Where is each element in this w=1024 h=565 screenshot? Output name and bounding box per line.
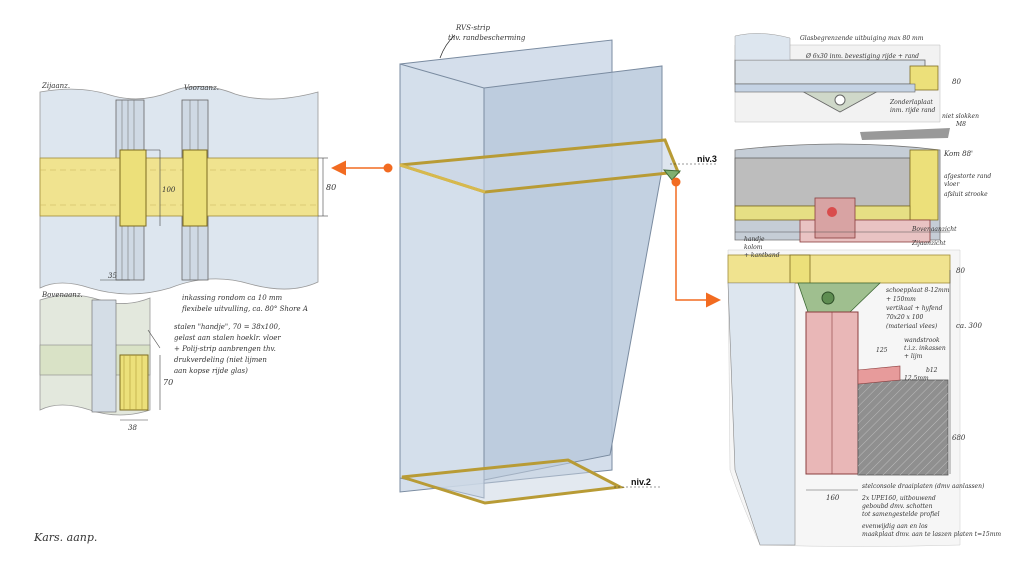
right-note-top-3: Zonderlaplaat [889,99,933,106]
right-note-mid-8: kolom [744,244,763,251]
right-note-mid-7: handje [744,236,765,243]
left-note-7: aan kopse rijde glas) [174,367,248,375]
right-note-mid-3: vloer [944,181,960,188]
right-note-low-1: schoepplaat 8-12mm [886,287,950,294]
right-note-low-4: 70x20 x 100 [886,314,923,321]
right-note-low-3: vertikaal + hyfend [886,305,943,312]
right-note-top-2: Ø 6x30 inm. bevestiging rijde + rand [805,53,919,60]
center-note-2: thv. randbescherming [448,34,526,42]
right-note-low-5: (materiaal vlees) [886,323,938,330]
left-note-3: stalen "handje", 70 = 38x100, [174,323,280,331]
dim-35: 35 [108,272,117,280]
center-model [399,34,716,505]
right-note-top-1: Glasbegrenzende uitbuiging max 80 mm [800,35,924,42]
right-note-mid-9: + kantband [744,252,780,259]
right-note-mid-2: afgestorte rand [944,173,991,180]
right-note-bottom-6: maakplaat dmv. aan te laszen platen t=15… [862,531,1001,538]
right-note-top-5: niet slokken [942,113,979,120]
right-note-low-8: + lijm [904,353,923,360]
arrow-origin-left [383,163,393,173]
right-dim-top: 80 [952,78,961,86]
right-note-bottom-2: 2x UPE160, uitbouwend [861,495,936,502]
right-note-bottom-1: stelconsole draaiplaten (dmv aanlassen) [862,483,985,490]
left-note-1: inkassing rondom ca 10 mm [182,294,283,302]
right-dim-125: 125 [876,347,888,354]
left-note-2: flexibele uitvulling, ca. 80° Shore A [181,305,308,313]
right-note-mid-1: Kom 88' [943,150,973,158]
right-note-top-4: inm. rijde rand [890,107,936,114]
detail-arrows [331,160,721,308]
arrow-origin-right [671,177,681,187]
right-note-bottom-3: geboubd dmv. schotten [862,503,933,510]
dim-38: 38 [128,424,137,432]
label-side-view: Zijaanz. [41,82,70,90]
right-note-bottom-4: tot samengestelde profiel [862,511,940,518]
label-front-view: Vooraanz. [184,84,219,92]
left-note-6: drukverdeling (niet lijmen [174,356,267,364]
level-2-label: niv.2 [631,477,651,487]
right-note-low-2: + 150mm [886,296,916,303]
label-bottom-view: Bovenaanz. [41,291,83,299]
right-detail-sheet [727,33,961,547]
right-dim-80: 80 [956,267,965,275]
right-dim-b: b12 [926,367,938,374]
right-note-mid-5: Bovenaanzicht [911,226,957,233]
center-note-1: RVS-strip [455,24,490,32]
dim-70: 70 [163,378,173,387]
right-note-mid-4: afsluit strooke [944,191,988,198]
right-note-low-7: t.i.z. inkassen [904,345,946,352]
level-3-label: niv.3 [697,154,717,164]
right-dim-160: 160 [826,494,840,502]
right-note-bottom-5: evenwijdig aan en los [862,523,928,530]
right-note-top-6: M8 [955,121,966,128]
right-dim-300: ca. 300 [956,322,982,330]
right-dim-680: 680 [952,434,966,442]
left-detail-sheet [39,86,328,421]
right-dim-15: 12.5mm [904,375,929,382]
right-note-low-6: wandstrook [904,337,940,344]
right-note-mid-6: Zijaanzicht [911,240,946,247]
dim-80: 80 [326,183,336,192]
left-note-4: gelast aan stalen hoeklr. vloer [174,334,281,342]
dim-100: 100 [162,186,176,194]
signature: Kars. aanp. [33,531,97,544]
left-note-5: + Polij-strip aanbrengen thv. [174,345,276,353]
